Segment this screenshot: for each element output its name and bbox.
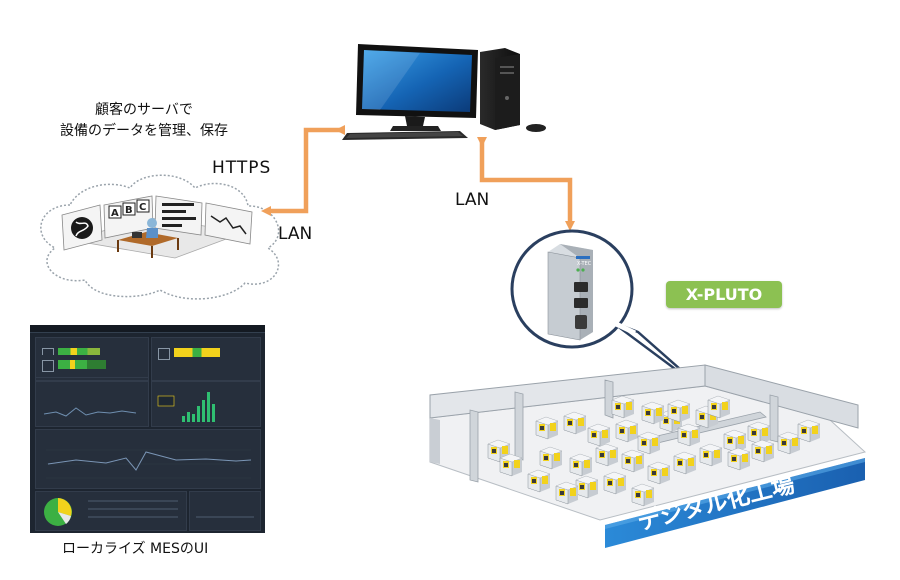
trend-board — [204, 202, 253, 245]
cnc-machine — [751, 439, 775, 463]
cnc-machine — [535, 416, 559, 440]
cnc-machine — [615, 419, 639, 443]
cloud-note-line-1: 顧客のサーバで — [95, 102, 193, 118]
document-board — [154, 195, 203, 236]
abc-board — [103, 195, 154, 239]
mes-trend-chart-card — [35, 429, 261, 489]
cnc-machine — [631, 483, 655, 507]
cnc-machine — [673, 451, 697, 475]
device-brand: X-TEC — [577, 261, 592, 267]
lan-link — [477, 137, 575, 231]
mes-pie-card — [35, 491, 187, 531]
mes-trend-chart — [46, 449, 252, 479]
cnc-machine — [527, 469, 551, 493]
cnc-machine — [727, 447, 751, 471]
lan-label-left: LAN — [278, 224, 313, 244]
mes-line-chart — [43, 407, 137, 417]
cnc-machine — [797, 419, 821, 443]
cnc-machine — [747, 421, 771, 445]
mes-caption: ローカライズ MESのUI — [62, 541, 209, 557]
https-label: HTTPS — [212, 158, 272, 178]
cnc-machine — [555, 481, 579, 505]
desktop-pc — [342, 44, 546, 140]
mes-table-card — [189, 491, 261, 531]
cnc-machine — [641, 401, 665, 425]
machine-group — [487, 395, 821, 507]
https-link — [261, 125, 345, 216]
x-pluto-device — [547, 244, 593, 341]
cnc-machine — [499, 453, 523, 477]
mes-status-bar-2 — [174, 348, 220, 357]
lan-label-right: LAN — [455, 190, 490, 210]
abc-letter-a: A — [111, 208, 119, 219]
cnc-machine — [595, 443, 619, 467]
cnc-machine — [777, 431, 801, 455]
cnc-machine — [569, 453, 593, 477]
cnc-machine — [647, 461, 671, 485]
cnc-machine — [563, 411, 587, 435]
abc-letter-c: C — [139, 202, 146, 213]
globe-panel — [61, 204, 103, 251]
mes-status-card-3 — [35, 355, 149, 378]
cloud-note-line-2: 設備のデータを管理、保存 — [60, 123, 228, 139]
abc-letter-b: B — [125, 205, 133, 216]
cnc-machine — [621, 449, 645, 473]
desk-worker — [117, 218, 179, 258]
mes-pie-chart — [44, 498, 72, 526]
mes-line-chart-card — [35, 381, 149, 427]
cnc-machine — [699, 443, 723, 467]
cnc-machine — [723, 429, 747, 453]
mes-bar-chart-card — [151, 381, 261, 427]
cnc-machine — [677, 423, 701, 447]
cloud-note: 顧客のサーバで 設備のデータを管理、保存 — [60, 100, 280, 142]
x-pluto-badge: X-PLUTO — [666, 281, 782, 308]
cnc-machine — [667, 399, 691, 423]
mes-ui-thumbnail — [30, 325, 265, 533]
cnc-machine — [603, 471, 627, 495]
cnc-machine — [575, 475, 599, 499]
mes-status-card-2 — [151, 337, 261, 381]
mes-header-bar — [30, 325, 265, 333]
cnc-machine — [539, 446, 563, 470]
mes-status-bar-3 — [58, 360, 106, 369]
cnc-machine — [587, 423, 611, 447]
cnc-machine — [637, 431, 661, 455]
cnc-machine — [707, 395, 731, 419]
mes-status-bar-1 — [58, 348, 100, 357]
mes-bar-chart — [157, 392, 215, 422]
factory-banner — [605, 458, 865, 548]
cloud-server — [40, 174, 280, 300]
cnc-machine — [611, 395, 635, 419]
